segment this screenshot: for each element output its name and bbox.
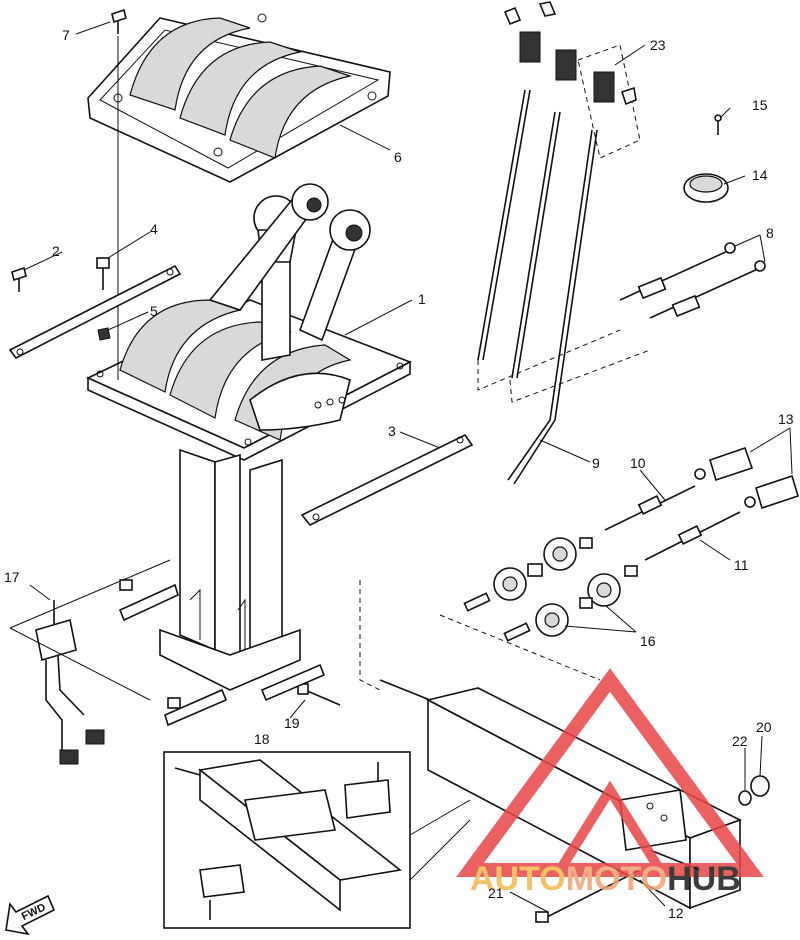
callout-11: 11 xyxy=(734,557,749,573)
callout-23: 23 xyxy=(650,37,666,53)
callout-9: 9 xyxy=(592,455,600,471)
cable-part-10 xyxy=(604,485,696,531)
callout-10: 10 xyxy=(630,455,646,471)
callout-6: 6 xyxy=(394,149,402,165)
leader-lines xyxy=(23,21,793,913)
washer-part-22 xyxy=(738,790,752,806)
inset-detail xyxy=(163,751,471,929)
strip-part-3 xyxy=(300,433,474,527)
switch-part-17 xyxy=(9,559,171,765)
callout-1: 1 xyxy=(418,291,426,307)
callout-labels: 1 2 3 4 5 6 7 8 9 10 11 12 13 14 15 16 1… xyxy=(4,27,794,921)
screw-part-15 xyxy=(714,114,722,135)
strip-left xyxy=(8,264,182,360)
callout-16: 16 xyxy=(640,633,656,649)
bolt-part-21 xyxy=(535,869,641,923)
callout-5: 5 xyxy=(150,303,158,319)
callout-22: 22 xyxy=(732,733,748,749)
callout-8: 8 xyxy=(766,225,774,241)
watermark-triangle-inner xyxy=(550,780,670,875)
callout-19: 19 xyxy=(284,715,300,731)
bolt-part-4 xyxy=(96,257,110,290)
control-box-part-1 xyxy=(86,183,412,691)
grommet-part-14 xyxy=(683,173,729,203)
cable-part-11 xyxy=(644,511,741,561)
nut-part-20 xyxy=(750,775,770,797)
cable-clamps-part-23 xyxy=(503,1,641,159)
cover-part-6 xyxy=(87,13,391,183)
callout-21: 21 xyxy=(488,885,504,901)
cables-part-8 xyxy=(619,242,766,319)
bushings-part-16 xyxy=(463,537,638,642)
joint-part-13 xyxy=(694,446,799,510)
screw-part-2 xyxy=(11,266,27,292)
bolt-part-19 xyxy=(297,683,341,706)
watermark-auto: AUTO xyxy=(470,860,566,898)
nut-part-5 xyxy=(97,327,111,341)
callout-14: 14 xyxy=(752,167,768,183)
callout-15: 15 xyxy=(752,97,768,113)
screw-part-7 xyxy=(111,8,127,380)
plates-part-18 xyxy=(118,579,326,727)
callout-7: 7 xyxy=(62,27,70,43)
forward-arrow-icon: FWD xyxy=(5,894,56,936)
watermark-logo: AUTOMOTOHUB xyxy=(456,668,764,898)
watermark-moto: MOTO xyxy=(566,860,667,898)
callout-4: 4 xyxy=(150,221,158,237)
callout-20: 20 xyxy=(756,719,772,735)
callout-12: 12 xyxy=(668,905,684,921)
svg-text:AUTOMOTOHUB: AUTOMOTOHUB xyxy=(470,860,741,898)
callout-13: 13 xyxy=(778,411,794,427)
callout-3: 3 xyxy=(388,423,396,439)
callout-17: 17 xyxy=(4,569,20,585)
callout-18: 18 xyxy=(254,731,270,747)
cables-part-9 xyxy=(477,89,651,485)
watermark-hub: HUB xyxy=(667,860,741,898)
callout-2: 2 xyxy=(52,243,60,259)
